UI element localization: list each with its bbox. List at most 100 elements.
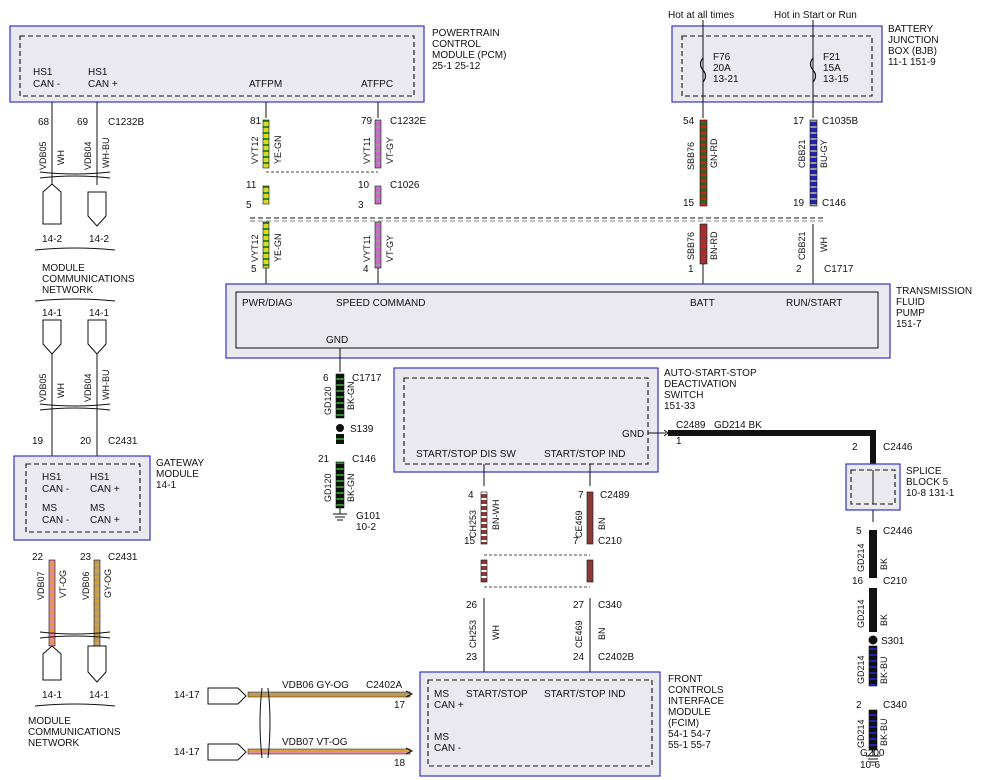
svg-text:81: 81 [250, 116, 262, 127]
svg-text:CONTROLS: CONTROLS [668, 685, 724, 696]
svg-text:6: 6 [323, 373, 329, 384]
transmission-fluid-pump: PWR/DIAG SPEED COMMAND BATT RUN/START GN… [225, 283, 891, 359]
splice-s301: S301 [881, 636, 905, 647]
connector-c210-mid: C210 [598, 536, 622, 547]
svg-text:BN: BN [597, 627, 607, 640]
bjb-module: Hot at all times Hot in Start or Run F76… [668, 10, 883, 118]
connector-c2446-top: C2446 [883, 442, 913, 453]
svg-text:VDB07: VDB07 [36, 571, 46, 600]
svg-text:WH: WH [56, 383, 66, 398]
svg-text:24: 24 [573, 652, 585, 663]
svg-text:16: 16 [852, 576, 864, 587]
connector-c1232e: C1232E [390, 116, 426, 127]
svg-text:26: 26 [466, 600, 478, 611]
svg-text:CAN -: CAN - [434, 743, 461, 754]
svg-text:BN-WH: BN-WH [491, 500, 501, 531]
svg-text:BN-RD: BN-RD [709, 231, 719, 260]
svg-text:VT-GY: VT-GY [385, 137, 395, 164]
pcm-pin-hs1-plus-2: CAN + [88, 79, 118, 90]
connector-c1717-top: C1717 [824, 264, 854, 275]
svg-text:18: 18 [394, 758, 406, 769]
svg-text:15A: 15A [823, 63, 841, 74]
svg-text:14-1: 14-1 [42, 690, 62, 701]
svg-text:MS: MS [42, 503, 57, 514]
svg-text:14-1: 14-1 [89, 308, 109, 319]
svg-text:2: 2 [796, 264, 802, 275]
svg-text:VDB07 VT-OG: VDB07 VT-OG [282, 737, 348, 748]
svg-text:11-1 151-9: 11-1 151-9 [888, 57, 936, 68]
svg-text:CONTROL: CONTROL [432, 39, 481, 50]
svg-text:17: 17 [394, 700, 406, 711]
hot-in-start-run-label: Hot in Start or Run [774, 10, 857, 21]
svg-text:CAN +: CAN + [434, 700, 464, 711]
svg-text:23: 23 [80, 552, 92, 563]
svg-text:14-2: 14-2 [89, 234, 109, 245]
gateway-lower-wires: 22 23 C2431 VDB07 VT-OG VDB06 GY-OG 14-1… [32, 552, 138, 707]
svg-text:POWERTRAIN: POWERTRAIN [432, 28, 500, 39]
connector-c2402a: C2402A [366, 680, 402, 691]
svg-text:VYT12: VYT12 [250, 136, 260, 164]
svg-text:F21: F21 [823, 52, 841, 63]
switch-fcim-wires: 4 7 C2489 CH253 BN-WH CE469 BN 15 7 C210… [464, 464, 634, 672]
svg-text:2: 2 [852, 442, 858, 453]
svg-text:CH253: CH253 [468, 510, 478, 538]
svg-text:COMMUNICATIONS: COMMUNICATIONS [28, 727, 121, 738]
gd214-wire: C2489 GD214 BK 1 2 C2446 [648, 420, 913, 470]
gd214-down-wire: 5 C2446 GD214 BK 16 C210 GD214 BK S301 G… [852, 510, 913, 771]
svg-text:GND: GND [622, 429, 644, 440]
svg-text:15: 15 [464, 536, 476, 547]
svg-text:PWR/DIAG: PWR/DIAG [242, 298, 293, 309]
svg-text:VYT11: VYT11 [362, 137, 372, 164]
ground-g101: G101 [356, 511, 381, 522]
svg-text:VDB05: VDB05 [38, 141, 48, 170]
svg-text:JUNCTION: JUNCTION [888, 35, 939, 46]
ground-g200: G200 [860, 748, 885, 759]
splice-block-5: SPLICE BLOCK 5 10-8 131-1 [845, 463, 955, 511]
pump-title: TRANSMISSION FLUID PUMP 151-7 [896, 286, 972, 330]
svg-text:MODULE: MODULE [668, 707, 711, 718]
svg-text:7: 7 [578, 490, 584, 501]
svg-text:HS1: HS1 [42, 472, 62, 483]
svg-text:SBB76: SBB76 [686, 142, 696, 170]
pcm-pin-hs1-minus-2: CAN - [33, 79, 60, 90]
connector-c1717-gnd: C1717 [352, 373, 382, 384]
svg-text:WH-BU: WH-BU [101, 138, 111, 169]
svg-text:19: 19 [793, 198, 805, 209]
svg-text:3: 3 [358, 200, 364, 211]
svg-text:MODULE (PCM): MODULE (PCM) [432, 50, 506, 61]
svg-text:F76: F76 [713, 52, 731, 63]
svg-text:CAN -: CAN - [42, 484, 69, 495]
connector-c2431-top: C2431 [108, 436, 138, 447]
svg-text:1: 1 [688, 264, 694, 275]
svg-text:BK-BU: BK-BU [879, 656, 889, 684]
svg-text:VDB05: VDB05 [38, 373, 48, 402]
svg-text:MODULE: MODULE [42, 263, 85, 274]
svg-text:68: 68 [38, 117, 50, 128]
svg-text:4: 4 [468, 490, 474, 501]
svg-text:MS: MS [434, 732, 449, 743]
svg-text:BATT: BATT [690, 298, 715, 309]
svg-text:20A: 20A [713, 63, 731, 74]
svg-text:BK-BU: BK-BU [879, 718, 889, 746]
connector-c1232b: C1232B [108, 117, 144, 128]
svg-text:DEACTIVATION: DEACTIVATION [664, 379, 736, 390]
svg-text:151-33: 151-33 [664, 401, 696, 412]
svg-text:25-1 25-12: 25-1 25-12 [432, 61, 481, 72]
svg-text:MODULE: MODULE [156, 469, 199, 480]
svg-text:14-17: 14-17 [174, 690, 200, 701]
svg-text:7: 7 [573, 536, 579, 547]
svg-text:55-1 55-7: 55-1 55-7 [668, 740, 711, 751]
svg-text:GD214 BK: GD214 BK [714, 420, 762, 431]
svg-text:START/STOP IND: START/STOP IND [544, 689, 626, 700]
svg-text:VYT11: VYT11 [362, 235, 372, 262]
svg-text:CH253: CH253 [468, 620, 478, 648]
svg-text:10: 10 [358, 180, 370, 191]
svg-text:BK-GN: BK-GN [346, 381, 356, 410]
gateway-upper-wires: 14-1 14-1 VDB05 WH VDB04 WH-BU 19 20 C24… [32, 308, 138, 456]
pcm-pin-hs1-minus: HS1 [33, 67, 53, 78]
network-label-bottom: MODULE COMMUNICATIONS NETWORK [28, 716, 121, 749]
svg-text:GD214: GD214 [856, 543, 866, 572]
atfp-wires: 81 79 C1232E VYT12 YE-GN VYT11 VT-GY 11 … [246, 102, 426, 275]
svg-text:SPEED COMMAND: SPEED COMMAND [336, 298, 425, 309]
